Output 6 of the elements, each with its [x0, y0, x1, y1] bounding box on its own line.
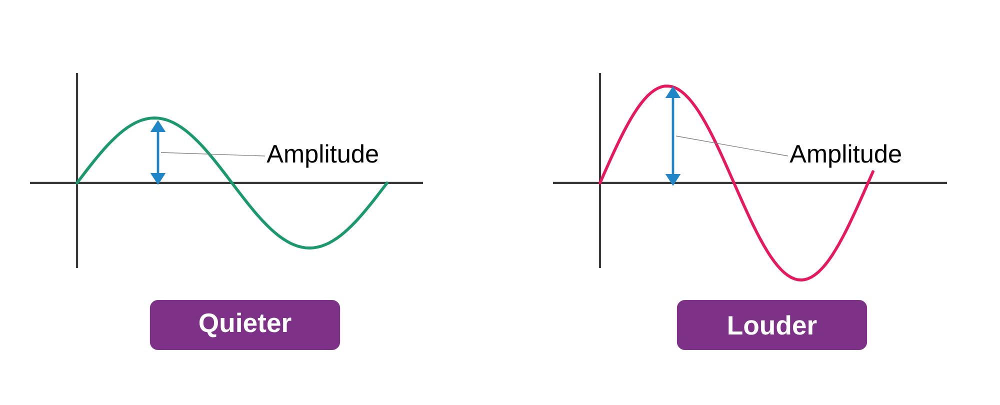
- leader-line: [676, 136, 788, 156]
- amplitude-label: Amplitude: [266, 144, 378, 168]
- label-button: Louder: [676, 300, 868, 350]
- amplitude-label: Amplitude: [790, 144, 901, 168]
- label-button: Quieter: [150, 300, 340, 350]
- leader-line: [160, 152, 266, 156]
